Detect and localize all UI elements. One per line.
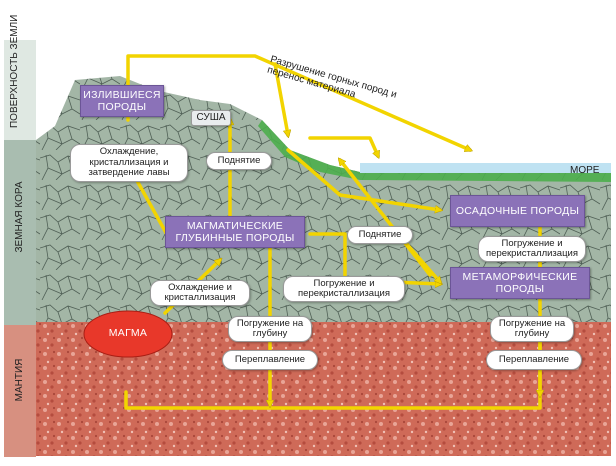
sedimentary-rocks-box: ОСАДОЧНЫЕ ПОРОДЫ [450, 195, 585, 227]
process-uplift-2: Поднятие [347, 226, 413, 244]
magma-blob [83, 310, 173, 358]
surface-band [4, 40, 36, 140]
process-remelting-2: Переплавление [486, 350, 582, 370]
label-crust: ЗЕМНАЯ КОРА [14, 181, 25, 253]
crust-band [4, 140, 36, 325]
process-remelting-1: Переплавление [222, 350, 318, 370]
label-mantle: МАНТИЯ [14, 358, 25, 402]
process-burial-1: Погружение на глубину [228, 316, 312, 342]
extrusive-rocks-box: ИЗЛИВШИЕСЯ ПОРОДЫ [80, 85, 164, 117]
process-burial-2: Погружение на глубину [490, 316, 574, 342]
process-uplift-1: Поднятие [206, 152, 272, 170]
land-surface [258, 120, 611, 182]
crust-layer [36, 76, 611, 322]
label-surface: ПОВЕРХНОСТЬ ЗЕМЛИ [9, 14, 20, 128]
process-burial-recrystallization-1: Погружение и перекристаллизация [283, 276, 405, 302]
process-burial-recrystallization-2: Погружение и перекристаллизация [478, 236, 586, 262]
magma-label: МАГМА [108, 327, 148, 339]
sea-water [360, 163, 611, 173]
mantle-band [4, 325, 36, 457]
land-label: СУША [191, 110, 231, 126]
metamorphic-rocks-box: МЕТАМОРФИЧЕСКИЕ ПОРОДЫ [450, 267, 590, 299]
plutonic-rocks-box: МАГМАТИЧЕСКИЕ ГЛУБИННЫЕ ПОРОДЫ [165, 216, 305, 248]
process-cooling-crystallization: Охлаждение и кристаллизация [150, 280, 250, 306]
sea-label: МОРЕ [570, 165, 600, 176]
process-cooling-lava: Охлаждение, кристаллизация и затвердение… [70, 144, 188, 182]
